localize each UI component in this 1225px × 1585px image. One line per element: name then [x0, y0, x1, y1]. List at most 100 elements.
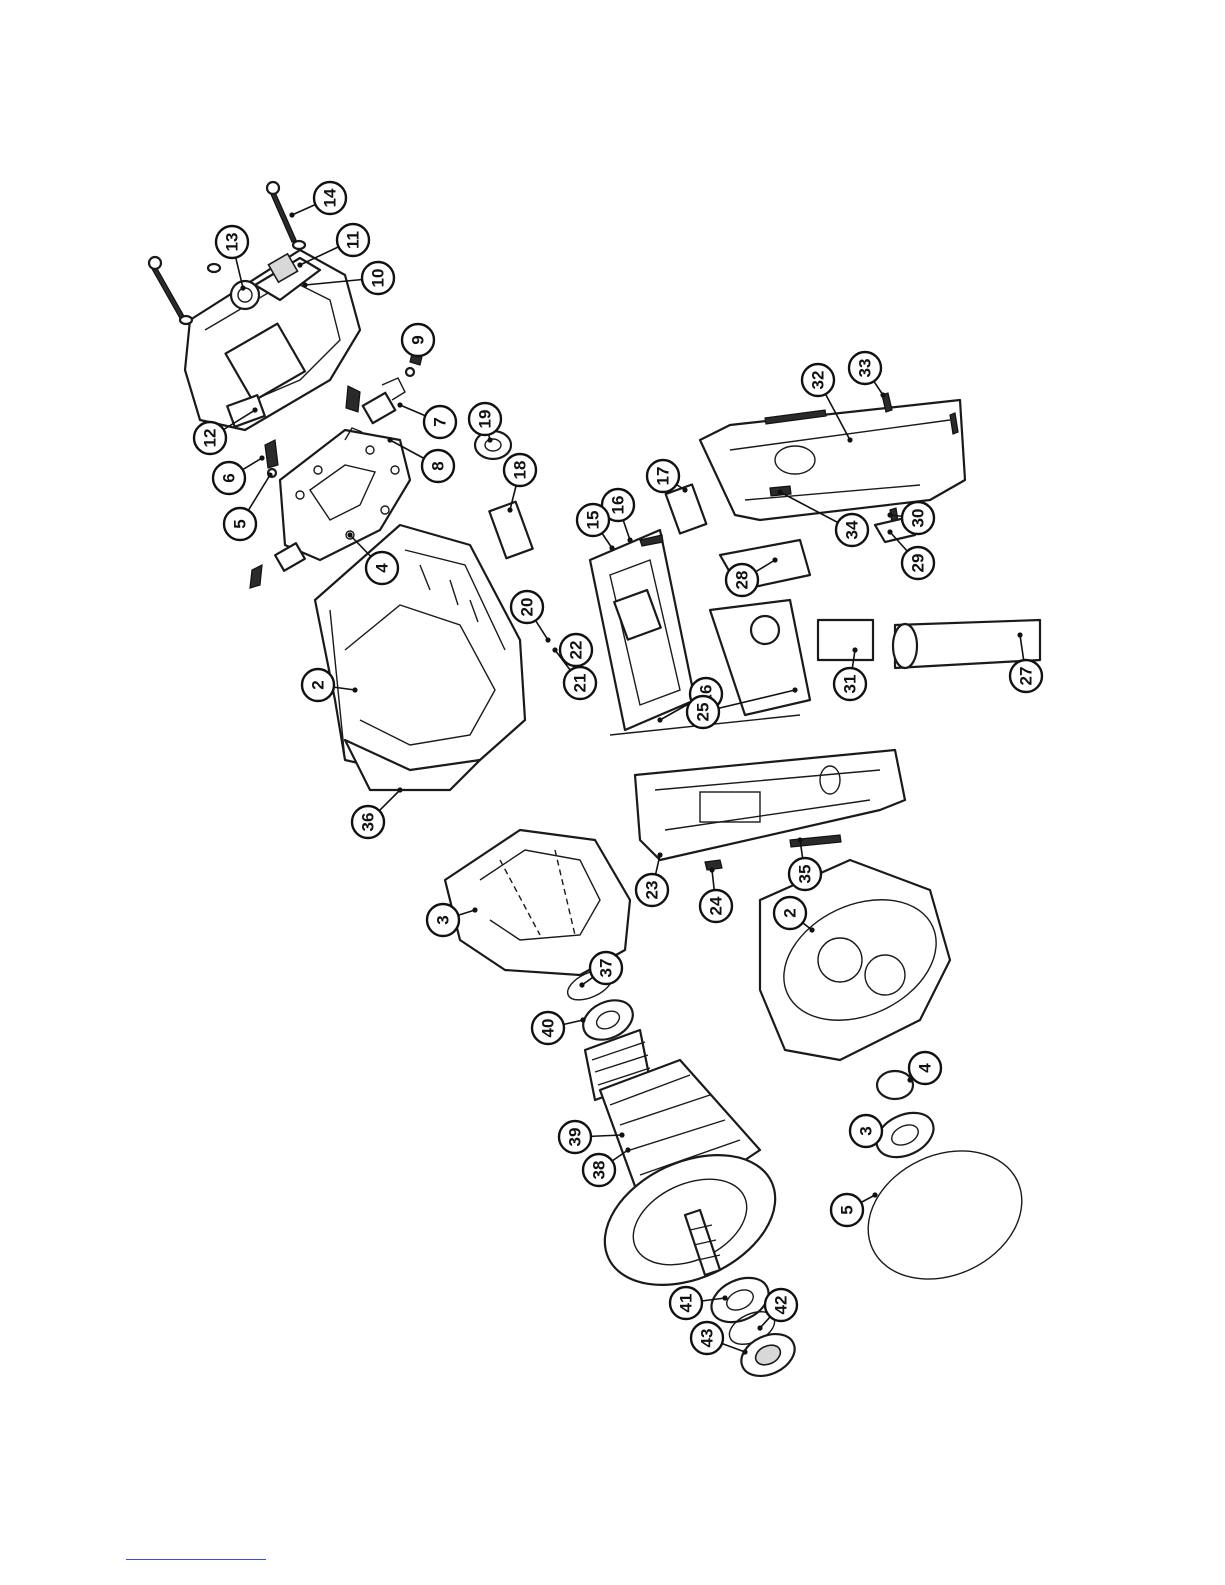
leader-dot-19 [487, 437, 492, 442]
leader-dot-5 [267, 472, 272, 477]
leader-dot-36 [397, 787, 402, 792]
callout-18: 18 [504, 454, 536, 486]
callout-number: 43 [698, 1329, 717, 1348]
leader-dot-30 [887, 512, 892, 517]
callout-36: 36 [352, 806, 384, 838]
callout-number: 24 [707, 896, 726, 915]
leader-dot-3 [472, 907, 477, 912]
leader-dot-34 [777, 489, 782, 494]
callout-number: 18 [511, 461, 530, 480]
callout-15: 15 [577, 504, 609, 536]
callout-number: 37 [597, 959, 616, 978]
callout-number: 9 [409, 335, 428, 344]
leader-dot-29 [887, 529, 892, 534]
leader-dot-11 [297, 262, 302, 267]
callout-number: 33 [856, 359, 875, 378]
leader-dot-37 [579, 982, 584, 987]
leader-dot-15 [609, 545, 614, 550]
callout-number: 22 [567, 641, 586, 660]
callout-number: 4 [373, 563, 392, 573]
callout-number: 17 [654, 467, 673, 486]
callout-4: 4 [366, 552, 398, 584]
callout-number: 41 [677, 1294, 696, 1313]
callout-number: 32 [809, 371, 828, 390]
callout-32: 32 [802, 364, 834, 396]
callout-25: 25 [687, 696, 719, 728]
callout-number: 10 [369, 269, 388, 288]
leader-dot-43 [742, 1349, 747, 1354]
callout-number: 4 [916, 1063, 935, 1073]
leader-dot-27 [1017, 632, 1022, 637]
callout-13: 13 [216, 226, 248, 258]
callout-35: 35 [789, 858, 821, 890]
leader-dot-12 [252, 407, 257, 412]
callout-20: 20 [511, 591, 543, 623]
callout-4: 4 [909, 1052, 941, 1084]
callout-number: 19 [476, 410, 495, 429]
callout-number: 31 [841, 675, 860, 694]
leader-dot-38 [625, 1147, 630, 1152]
callout-number: 12 [201, 429, 220, 448]
callout-12: 12 [194, 422, 226, 454]
callout-5: 5 [224, 508, 256, 540]
callout-38: 38 [583, 1154, 615, 1186]
leader-dot-42 [757, 1325, 762, 1330]
callout-number: 6 [220, 473, 239, 482]
leader-dot-14 [289, 212, 294, 217]
leader-dot-25 [792, 687, 797, 692]
leader-dot-24 [709, 867, 714, 872]
leader-dot-5 [872, 1192, 877, 1197]
callout-number: 39 [566, 1128, 585, 1147]
leader-dot-7 [397, 402, 402, 407]
callout-14: 14 [314, 182, 346, 214]
callout-6: 6 [213, 462, 245, 494]
callout-21: 21 [564, 667, 596, 699]
callout-number: 29 [909, 554, 928, 573]
leader-dot-33 [880, 392, 885, 397]
callout-number: 21 [571, 674, 590, 693]
callout-number: 36 [359, 813, 378, 832]
callout-27: 27 [1010, 660, 1042, 692]
callout-29: 29 [902, 547, 934, 579]
leader-dot-4 [347, 532, 352, 537]
callout-43: 43 [691, 1322, 723, 1354]
leader-dot-32 [847, 437, 852, 442]
callout-33: 33 [849, 352, 881, 384]
leader-dot-41 [722, 1295, 727, 1300]
leader-dot-31 [852, 647, 857, 652]
callout-3: 3 [850, 1115, 882, 1147]
leader-dot-2 [352, 687, 357, 692]
leader-dot-26 [657, 717, 662, 722]
callout-11: 11 [337, 224, 369, 256]
callout-number: 23 [643, 881, 662, 900]
callout-2: 2 [302, 669, 334, 701]
motor-housing [315, 525, 525, 790]
callout-number: 3 [434, 915, 453, 924]
callout-8: 8 [422, 450, 454, 482]
callout-31: 31 [834, 668, 866, 700]
callout-number: 2 [781, 908, 800, 917]
callout-number: 5 [231, 519, 250, 528]
leader-dot-8 [387, 437, 392, 442]
callout-number: 16 [609, 496, 628, 515]
leader-dot-23 [657, 852, 662, 857]
callout-number: 30 [909, 509, 928, 528]
callout-37: 37 [590, 952, 622, 984]
footer-link[interactable] [126, 1559, 266, 1560]
leader-dot-13 [240, 285, 245, 290]
callout-number: 42 [772, 1296, 791, 1315]
callout-5: 5 [831, 1194, 863, 1226]
leader-dot-10 [302, 282, 307, 287]
callout-number: 8 [429, 461, 448, 470]
callout-41: 41 [670, 1287, 702, 1319]
callout-number: 14 [321, 188, 340, 207]
motor-end-cap [185, 250, 360, 430]
leader-dot-28 [772, 557, 777, 562]
leader-dot-18 [507, 507, 512, 512]
callout-number: 35 [796, 865, 815, 884]
callout-number: 11 [344, 231, 363, 249]
leader-dot-35 [797, 837, 802, 842]
callout-number: 34 [843, 520, 862, 539]
callout-number: 20 [518, 598, 537, 617]
